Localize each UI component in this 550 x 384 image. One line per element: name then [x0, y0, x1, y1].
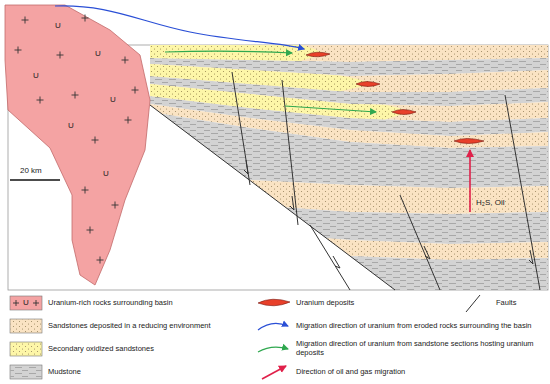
- legend-samples: [262, 366, 286, 379]
- uranium-migration-arrow: [55, 6, 304, 49]
- legend-swatch: [10, 342, 42, 356]
- uranium-deposits: [306, 52, 330, 57]
- legend-swatch: [10, 319, 42, 333]
- uranium-deposits: [356, 82, 380, 87]
- migration-arrows: [165, 51, 292, 53]
- granite-crosses: [72, 92, 79, 99]
- uranium-symbol: U: [95, 50, 101, 59]
- granite-crosses: [122, 57, 129, 64]
- legend-text: Direction of oil and gas migration: [296, 368, 542, 377]
- fault-lines: [400, 195, 440, 290]
- legend-swatches: [10, 296, 42, 379]
- granite-crosses: [125, 117, 132, 124]
- legend-swatch: [10, 365, 42, 379]
- legend-text: Uranium-rich rocks surrounding basin: [48, 299, 248, 308]
- legend-samples: [466, 295, 480, 312]
- uranium-deposits: [306, 52, 484, 143]
- fault-lines: [529, 250, 533, 264]
- scale-label: 20 km: [20, 167, 42, 176]
- fluid-label: H₂S, Oil: [475, 199, 505, 208]
- legend-text: Secondary oxidized sandstones: [48, 345, 248, 354]
- uranium-symbol: U: [33, 72, 39, 81]
- migration-arrows: [165, 51, 470, 212]
- uranium-symbol: U: [103, 170, 109, 179]
- uranium-symbol: U: [110, 96, 116, 105]
- scale-bar: [10, 179, 60, 180]
- scale-bar: [10, 179, 60, 180]
- uranium-symbol: U: [23, 299, 29, 308]
- strata: [150, 175, 548, 214]
- granite-crosses: [97, 257, 104, 264]
- legend-samples: [258, 323, 288, 330]
- granite-crosses: [132, 87, 139, 94]
- swatch-pattern: [11, 320, 42, 333]
- legend-text: Migration direction of uranium from erod…: [296, 322, 542, 331]
- granite-crosses: [82, 187, 89, 194]
- fault-lines: [505, 95, 540, 290]
- fault-lines: [244, 160, 248, 174]
- migration-arrows: [469, 150, 471, 212]
- swatch-pattern: [11, 343, 42, 356]
- fault-lines: [232, 72, 250, 185]
- granite-crosses: [82, 15, 89, 22]
- strata: [150, 64, 374, 91]
- legend-text: Mudstone: [48, 368, 248, 377]
- swatch-pattern: [11, 366, 42, 379]
- uranium-symbol: U: [68, 122, 74, 131]
- legend-text: Migration direction of uranium from sand…: [296, 340, 542, 357]
- strata: [150, 200, 548, 244]
- strata: [150, 240, 548, 290]
- granite-crosses: [15, 47, 22, 54]
- fault-lines: [150, 105, 395, 290]
- legend-text: Sandstones deposited in a reducing envir…: [48, 322, 248, 331]
- uranium-deposits: [392, 110, 416, 115]
- migration-arrows: [285, 106, 376, 112]
- granite-crosses: [15, 15, 139, 264]
- legend-samples: [258, 299, 290, 306]
- fault-lines: [333, 256, 340, 268]
- granite-crosses: [87, 227, 94, 234]
- uranium-deposits: [454, 139, 484, 144]
- granite-crosses: [92, 137, 99, 144]
- granite-body: [5, 5, 150, 285]
- granite-crosses: [22, 17, 29, 24]
- granite-crosses: [112, 202, 119, 209]
- strata: [150, 45, 548, 290]
- fault-lines: [150, 72, 540, 290]
- fault-lines: [424, 246, 430, 259]
- legend-swatch: [10, 296, 42, 310]
- legend-samples: [258, 295, 480, 379]
- legend-samples: [258, 347, 288, 352]
- fault-lines: [310, 225, 350, 290]
- fault-lines: [282, 80, 298, 225]
- legend-text: Faults: [496, 299, 546, 308]
- fault-lines: [290, 196, 294, 210]
- granite-crosses: [57, 52, 64, 59]
- granite-crosses: [37, 97, 44, 104]
- uranium-symbol: U: [55, 22, 61, 31]
- strata: [150, 84, 410, 119]
